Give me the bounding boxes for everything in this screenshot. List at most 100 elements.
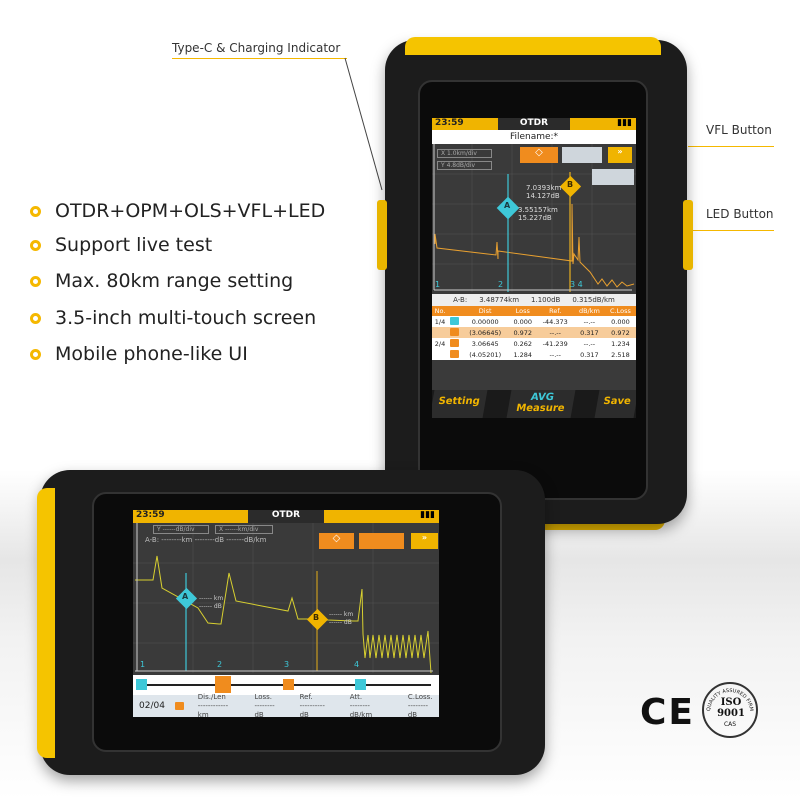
cell: --.-- <box>573 316 605 327</box>
bumper-top <box>405 37 661 55</box>
col-dbkm: dB/km <box>573 306 605 316</box>
callout-leader <box>344 57 383 191</box>
field-value: -------- dB <box>254 701 275 718</box>
view-button[interactable] <box>592 169 634 185</box>
field-label: C.Loss. <box>407 692 433 701</box>
event-number: 2 <box>498 280 504 289</box>
cell: --.-- <box>573 338 605 349</box>
otdr-display: 23:59 OTDR ▮▮▮ Y ------dB/div X ------km… <box>133 510 439 717</box>
avg-label: AVG <box>529 392 555 403</box>
cell <box>432 349 449 360</box>
field-label: Ref. <box>299 692 313 701</box>
section-event-icon <box>450 327 460 336</box>
cell <box>448 338 462 349</box>
marker-a-label: A <box>182 592 189 601</box>
col-dist: Dist <box>461 306 509 316</box>
bullet-icon <box>30 275 41 287</box>
cell: (4.05201) <box>461 349 509 360</box>
cell: 0.317 <box>573 349 605 360</box>
cell: (3.06645) <box>461 327 509 338</box>
trace-graph <box>432 144 636 292</box>
event-timeline[interactable] <box>133 675 439 695</box>
setting-button[interactable]: Setting <box>432 390 488 418</box>
y-scale: Y 4.8dB/div <box>437 161 492 170</box>
marker-toggle-button[interactable]: ◇ <box>520 147 558 163</box>
field-closs: C.Loss.-------- dB <box>408 693 439 718</box>
col-loss: Loss <box>508 306 537 316</box>
otdr-display: 23:59 OTDR ▮▮▮ Filename:* X 1.0km/div Y … <box>432 118 636 418</box>
cell: 0.000 <box>508 316 537 327</box>
app-title: OTDR <box>498 118 570 130</box>
screen: 23:59 OTDR ▮▮▮ Filename:* X 1.0km/div Y … <box>418 80 648 500</box>
feature-item: 3.5-inch multi-touch screen <box>30 307 316 329</box>
status-bar: 23:59 OTDR ▮▮▮ <box>432 118 636 130</box>
trace-line <box>434 203 635 288</box>
start-event-icon[interactable] <box>136 679 147 690</box>
cell: 0.00000 <box>461 316 509 327</box>
cell: --.-- <box>536 327 574 338</box>
next-button[interactable]: » <box>411 533 438 549</box>
section-event-icon[interactable] <box>215 676 231 693</box>
cas-text: CAS <box>723 721 737 728</box>
cell: 0.262 <box>508 338 537 349</box>
trace-line <box>135 555 432 674</box>
feature-item: Support live test <box>30 234 212 256</box>
zoom-mode-button[interactable] <box>562 147 602 163</box>
clock: 23:59 <box>133 510 248 523</box>
marker-b-db: 14.127dB <box>526 192 560 200</box>
marker-a-readout: ------ km------ dB <box>199 595 223 611</box>
marker-b-label: B <box>313 613 320 622</box>
event-details: 02/04 Dis./Len------------ km Loss.-----… <box>133 692 439 718</box>
field-label: Dis./Len <box>197 692 226 701</box>
bullet-icon <box>30 312 41 324</box>
cell: -44.373 <box>536 316 574 327</box>
end-event-icon[interactable] <box>355 679 366 690</box>
trace-area[interactable]: Y ------dB/div X ------km/div A-B: -----… <box>133 523 439 674</box>
cell: 0.972 <box>604 327 636 338</box>
save-button[interactable]: Save <box>594 390 636 418</box>
otdr-device-landscape: 23:59 OTDR ▮▮▮ Y ------dB/div X ------km… <box>37 470 545 775</box>
feature-item: Mobile phone-like UI <box>30 343 248 365</box>
event-number: 4 <box>354 660 360 669</box>
field-label: Loss. <box>254 692 273 701</box>
callout-underline <box>172 58 347 59</box>
reflect-event-icon[interactable] <box>283 679 294 690</box>
col-ref: Ref. <box>536 306 574 316</box>
page-indicator: 02/04 <box>139 701 165 711</box>
marker-a-db: 15.227dB <box>518 214 552 222</box>
cell <box>448 349 462 360</box>
cell: 2/4 <box>432 338 449 349</box>
zoom-mode-button[interactable] <box>359 533 404 549</box>
y-scale: Y ------dB/div <box>153 525 209 534</box>
filename: Filename:* <box>432 130 636 144</box>
field-value: -------- dB/km <box>349 701 373 718</box>
cell <box>432 327 449 338</box>
next-button[interactable]: » <box>608 147 632 163</box>
typec-callout: Type-C & Charging Indicator <box>172 41 341 55</box>
ab-db: 1.100dB <box>531 296 561 304</box>
x-scale: X 1.0km/div <box>437 149 492 158</box>
section-event-icon <box>450 349 460 358</box>
cell: 0.000 <box>604 316 636 327</box>
battery-icon: ▮▮▮ <box>324 510 439 523</box>
vfl-side-button[interactable] <box>377 200 387 270</box>
marker-b-db: ------ dB <box>329 619 352 626</box>
led-side-button[interactable] <box>683 200 693 270</box>
ab-label: A-B: <box>453 296 468 304</box>
cell: -41.239 <box>536 338 574 349</box>
marker-toggle-button[interactable]: ◇ <box>319 533 354 549</box>
callout-underline <box>688 230 774 231</box>
marker-b-readout: ------ km------ dB <box>329 611 353 627</box>
led-callout: LED Button <box>706 207 774 221</box>
